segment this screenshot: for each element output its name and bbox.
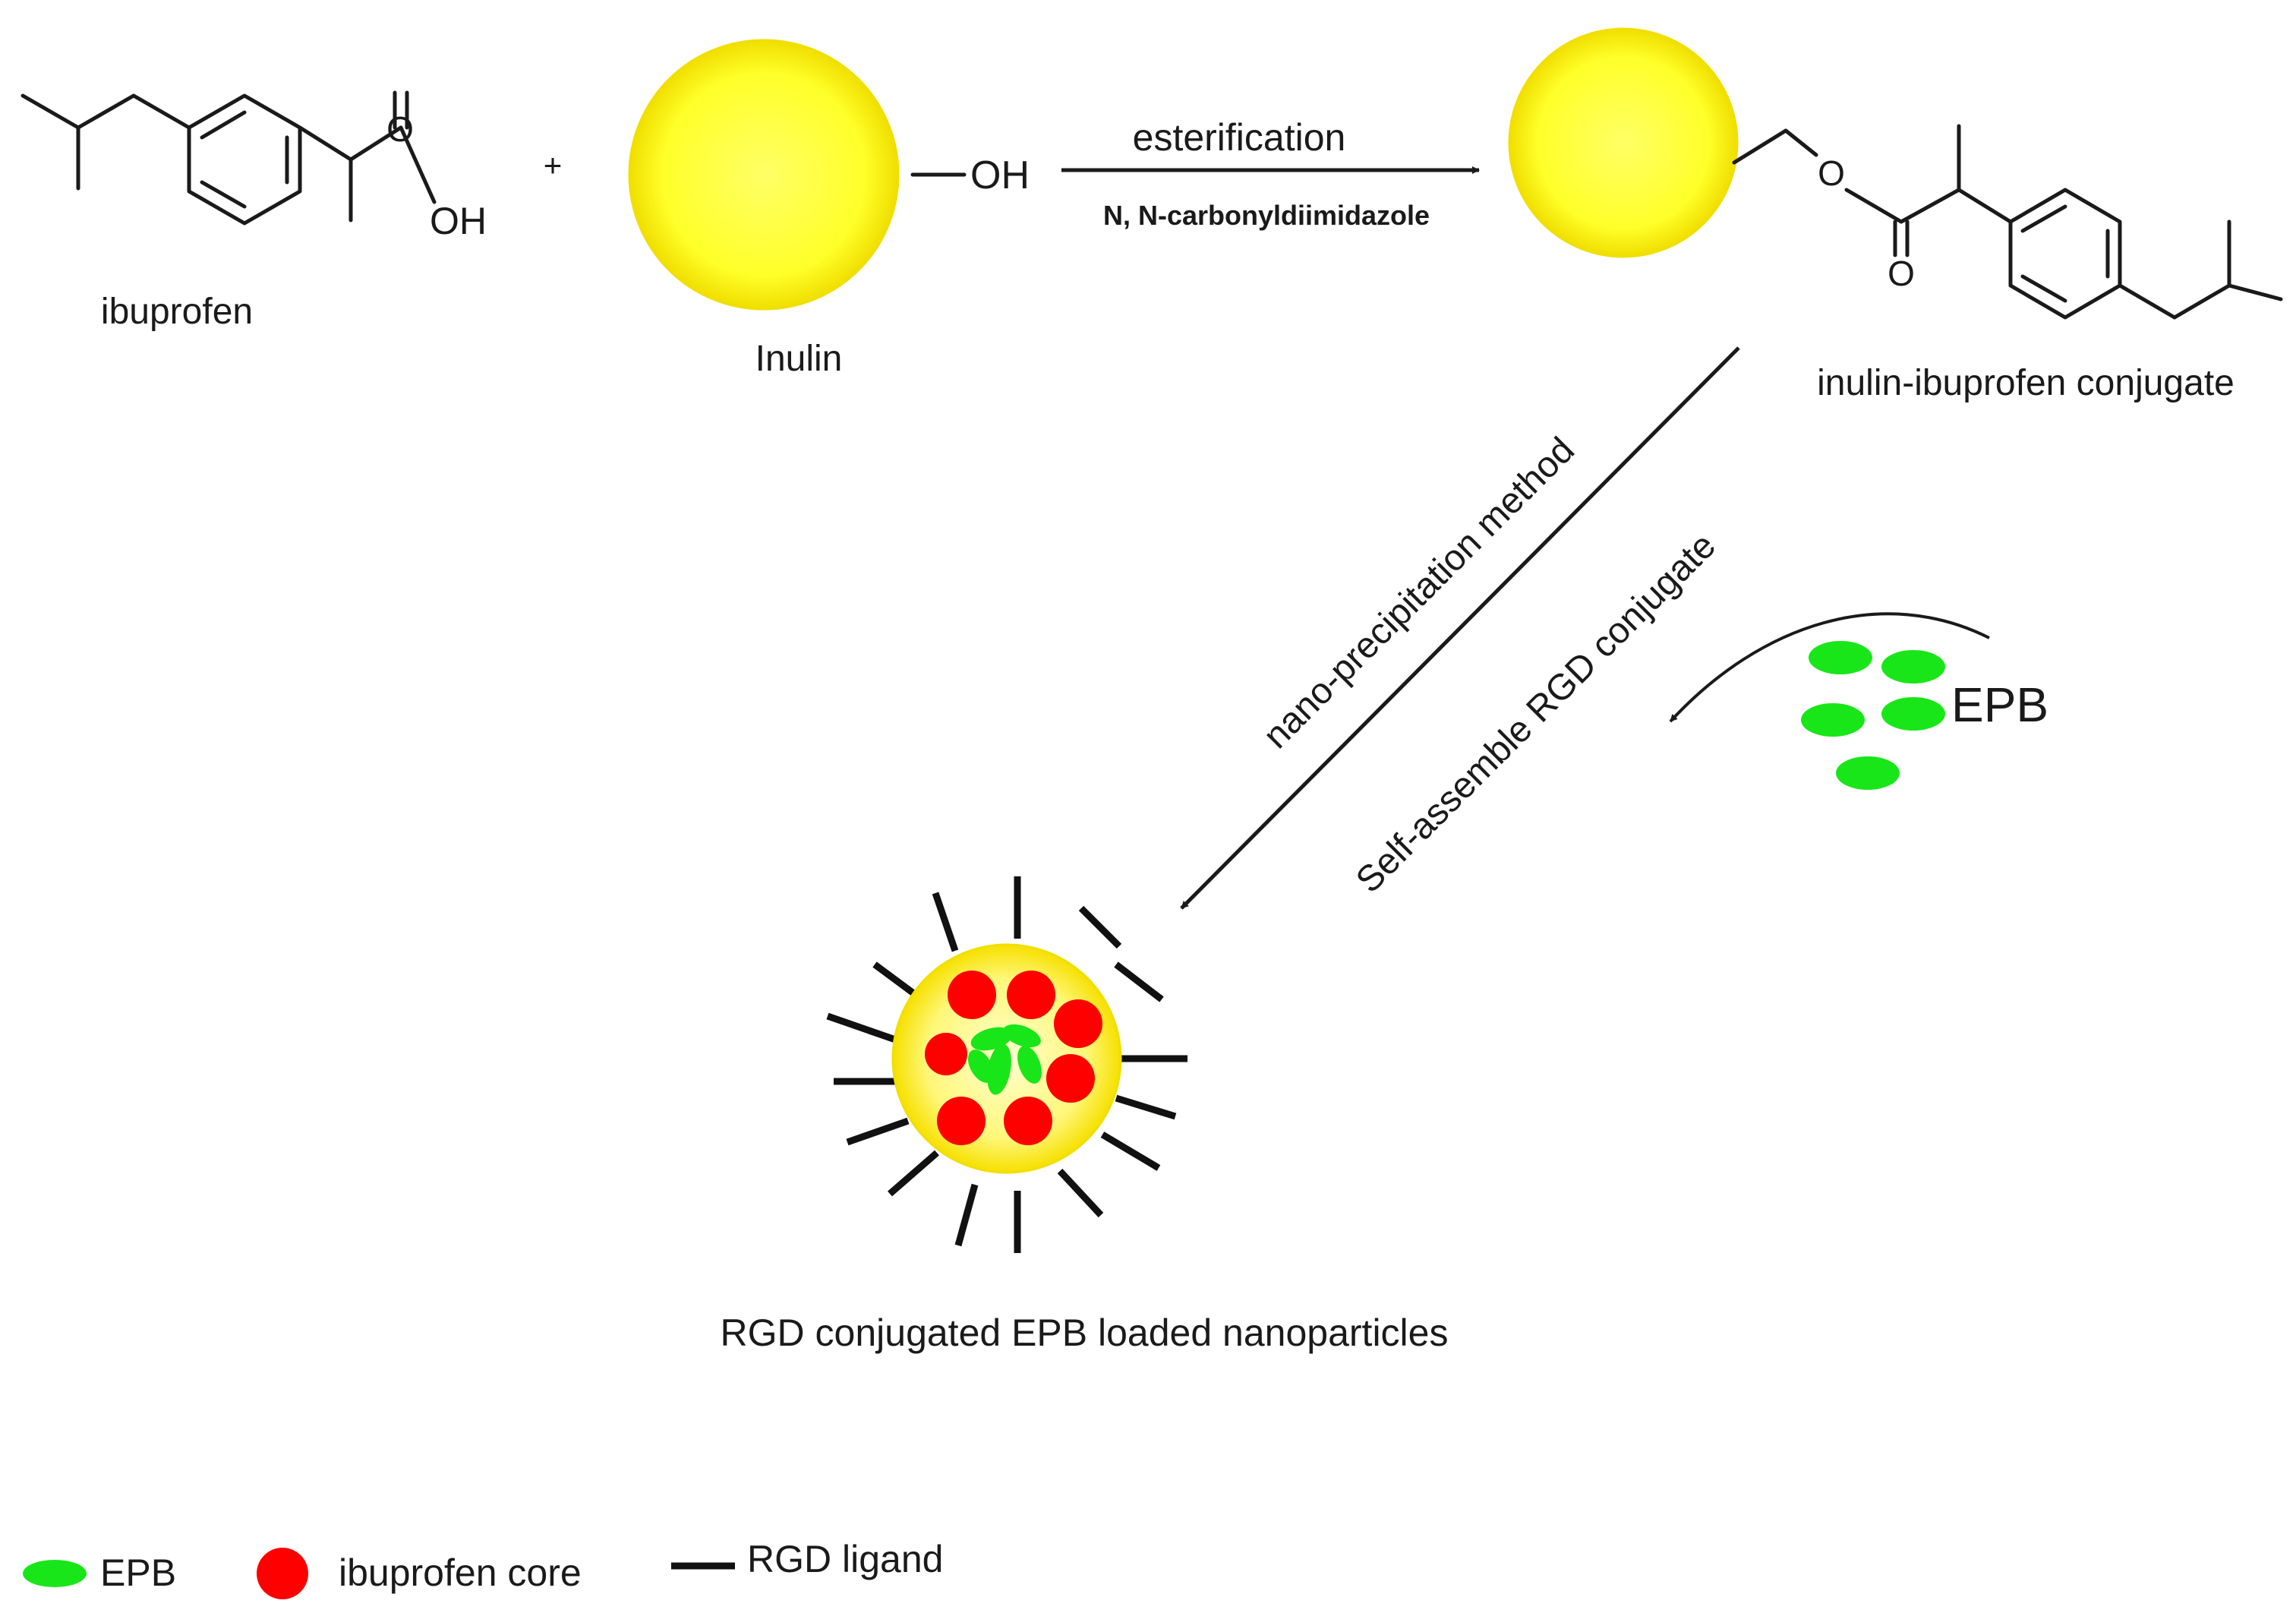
ibuprofen-structure bbox=[20, 90, 437, 226]
conjugate-carbonyl-oxygen-label: O bbox=[1888, 254, 1915, 293]
epb-ellipse-icon bbox=[1801, 703, 1865, 737]
inulin-structure bbox=[628, 39, 967, 311]
conjugate-structure bbox=[1508, 27, 2283, 320]
reaction-condition-label: esterification bbox=[1133, 116, 1346, 159]
acid-oh-label: OH bbox=[430, 200, 487, 242]
inulin-oh-label: OH bbox=[970, 153, 1030, 197]
legend-rgd-label: RGD ligand bbox=[747, 1538, 943, 1580]
inulin-label: Inulin bbox=[755, 339, 843, 379]
carbonyl-oxygen-label: O bbox=[386, 109, 414, 149]
ibuprofen-core-icon bbox=[1054, 999, 1102, 1048]
epb-ellipse-icon bbox=[1836, 756, 1900, 790]
ibuprofen-core-icon bbox=[1007, 971, 1055, 1019]
epb-ellipse-icon bbox=[1809, 641, 1872, 674]
plus-sign: + bbox=[544, 147, 563, 183]
epb-cluster-label: EPB bbox=[1951, 677, 2048, 732]
reagent-label: N, N-carbonyldiimidazole bbox=[1103, 200, 1430, 231]
product-label: RGD conjugated EPB loaded nanoparticles bbox=[721, 1312, 1449, 1354]
epb-addition-arrow bbox=[1669, 612, 1990, 723]
ibuprofen-core-icon bbox=[948, 971, 996, 1019]
nanoparticle bbox=[826, 876, 1187, 1253]
conjugate-label: inulin-ibuprofen conjugate bbox=[1817, 363, 2234, 403]
ibuprofen-cores bbox=[925, 971, 1102, 1145]
epb-cluster bbox=[1801, 641, 1945, 790]
rgd-ligand-spikes bbox=[826, 876, 1187, 1253]
epb-payload bbox=[967, 1024, 1042, 1095]
ibuprofen-label: ibuprofen bbox=[101, 292, 253, 332]
legend: EPB ibuprofen core RGD ligand bbox=[23, 1538, 943, 1599]
ibuprofen-core-icon bbox=[1004, 1097, 1052, 1145]
epb-ellipse-icon bbox=[1881, 650, 1945, 683]
ibuprofen-core-icon bbox=[1046, 1054, 1095, 1103]
ester-oxygen-label: O bbox=[1818, 153, 1845, 193]
legend-core-label: ibuprofen core bbox=[339, 1551, 582, 1594]
legend-epb-label: EPB bbox=[100, 1551, 176, 1594]
green-ellipse-icon bbox=[23, 1560, 87, 1587]
red-circle-icon bbox=[257, 1548, 308, 1599]
inulin-sphere-icon bbox=[628, 39, 900, 311]
ibuprofen-core-icon bbox=[937, 1097, 986, 1145]
nano-precipitation-arrow bbox=[1180, 346, 1740, 910]
ibuprofen-core-icon bbox=[925, 1033, 967, 1075]
epb-ellipse-icon bbox=[1881, 697, 1945, 731]
conjugate-inulin-sphere-icon bbox=[1508, 27, 1739, 258]
